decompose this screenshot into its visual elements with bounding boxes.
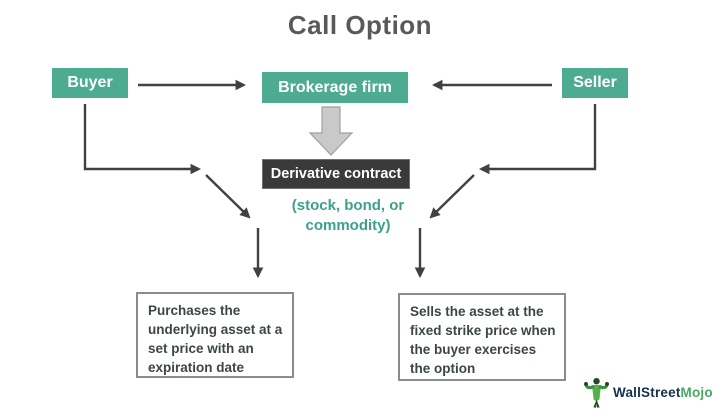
logo-wordmark-prefix: WallStreet xyxy=(613,385,681,400)
node-brokerage-firm: Brokerage firm xyxy=(262,72,408,103)
arrow-seller-diagonal xyxy=(429,174,475,219)
page-title: Call Option xyxy=(287,10,433,40)
node-derivative-contract: Derivative contract xyxy=(262,159,410,189)
logo-wordmark: WallStreetMojo xyxy=(613,385,713,400)
wallstreetmojo-logo: WallStreetMojo xyxy=(583,377,713,408)
arrow-buyer-elbow xyxy=(83,104,202,175)
block-arrow-down xyxy=(308,106,354,156)
buyer-outcome-box: Purchases the underlying asset at a set … xyxy=(136,292,294,378)
arrow-seller-elbow xyxy=(478,104,597,175)
logo-wordmark-suffix: Mojo xyxy=(680,385,713,400)
node-buyer: Buyer xyxy=(52,68,128,98)
seller-outcome-box: Sells the asset at the fixed strike pric… xyxy=(398,293,566,381)
derivative-note: (stock, bond, or commodity) xyxy=(291,197,405,234)
arrow-buyer-diagonal xyxy=(205,174,251,219)
wallstreetmojo-mascot-icon xyxy=(583,377,610,408)
node-seller: Seller xyxy=(562,68,628,98)
